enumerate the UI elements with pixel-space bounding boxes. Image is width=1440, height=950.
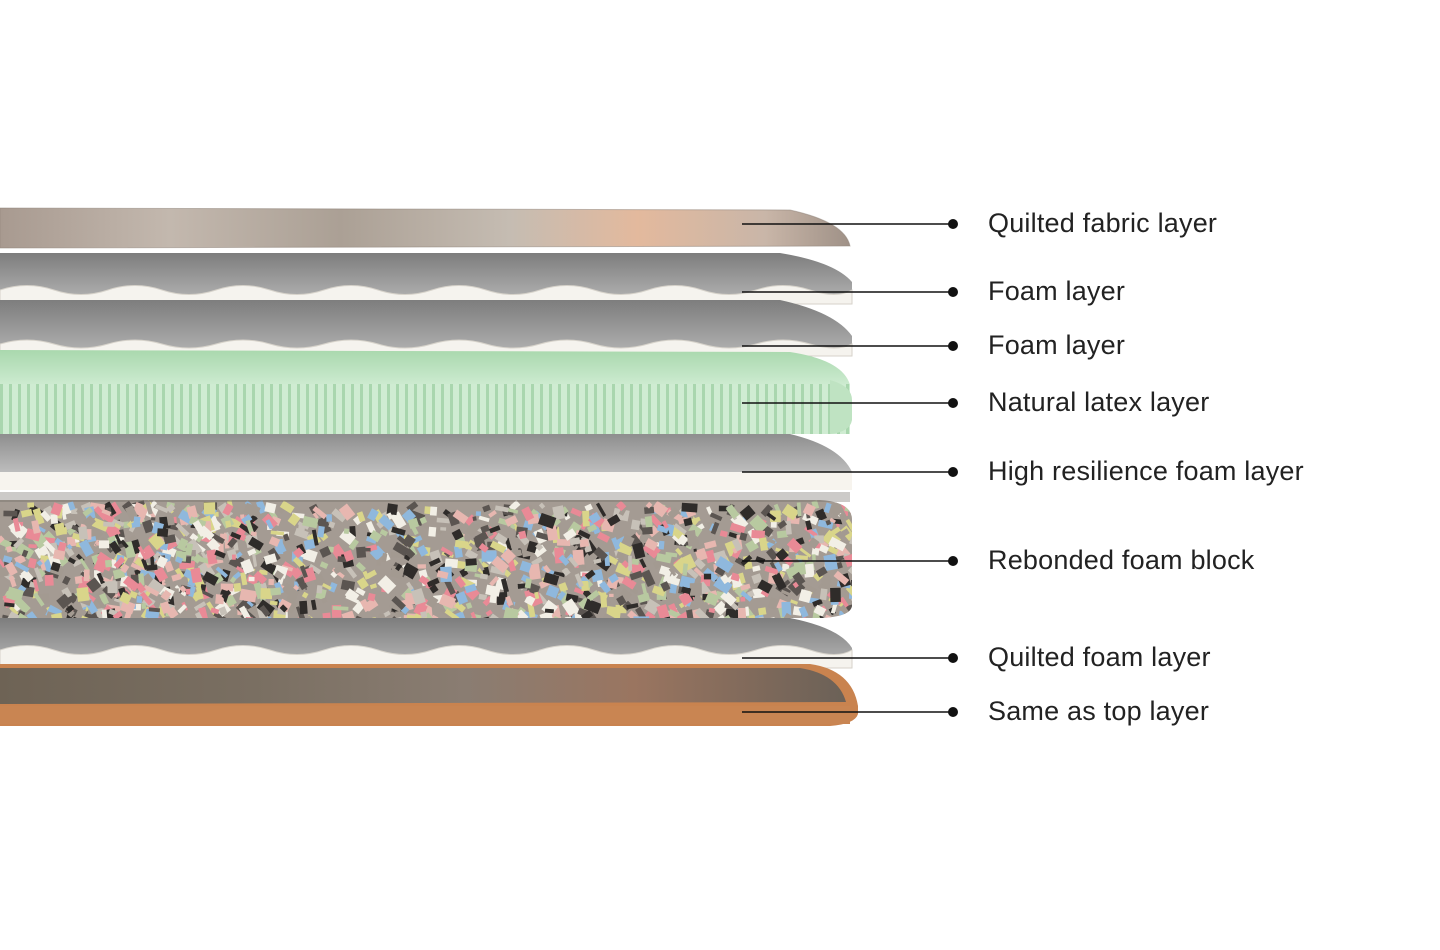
layer-foam-1 bbox=[0, 253, 853, 305]
layer-quilted-fabric bbox=[0, 207, 851, 249]
leader-dot bbox=[948, 467, 958, 477]
layer-natural-latex bbox=[0, 350, 852, 434]
layer-label: Same as top layer bbox=[988, 696, 1210, 726]
layer-label: Natural latex layer bbox=[988, 387, 1210, 417]
leader-dot bbox=[948, 287, 958, 297]
leader-dot bbox=[948, 341, 958, 351]
layer-high-resilience-foam bbox=[0, 434, 852, 490]
leader-dot bbox=[948, 556, 958, 566]
leader-dot bbox=[948, 398, 958, 408]
layer-label: Rebonded foam block bbox=[988, 545, 1255, 575]
layer-label: Quilted fabric layer bbox=[988, 208, 1218, 238]
leader-dot bbox=[948, 707, 958, 717]
layer-rebonded-foam bbox=[0, 492, 852, 618]
layer-foam-2 bbox=[0, 300, 853, 357]
layer-bottom-fabric bbox=[0, 664, 858, 726]
layer-label: Foam layer bbox=[988, 330, 1126, 360]
leader-dot bbox=[948, 653, 958, 663]
layer-label: Quilted foam layer bbox=[988, 642, 1211, 672]
layer-label: High resilience foam layer bbox=[988, 456, 1304, 486]
leader-dot bbox=[948, 219, 958, 229]
layer-quilted-foam bbox=[0, 618, 853, 669]
leader-lines bbox=[742, 219, 958, 717]
layer-label: Foam layer bbox=[988, 276, 1126, 306]
